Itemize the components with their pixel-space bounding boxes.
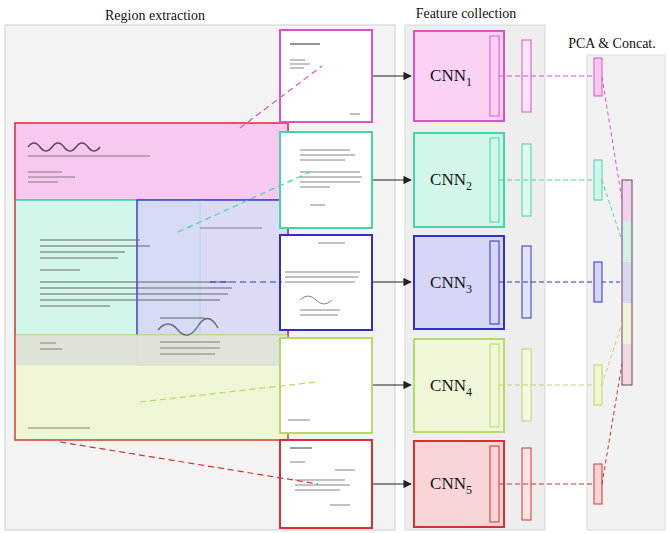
cnn-label: CNN <box>430 170 466 189</box>
cnn-index: 1 <box>466 75 472 89</box>
section-heading: PCA & Concat. <box>568 36 656 52</box>
cnn-label: CNN <box>430 66 466 85</box>
cnn-box: CNN1 <box>413 30 505 122</box>
cnn-index: 3 <box>466 282 472 296</box>
cnn-label: CNN <box>430 376 466 395</box>
cnn-box: CNN2 <box>413 132 505 228</box>
cnn-index: 2 <box>466 179 472 193</box>
cnn-box: CNN3 <box>413 235 505 330</box>
cnn-label: CNN <box>430 474 466 493</box>
cnn-box: CNN4 <box>413 338 505 433</box>
cnn-index: 5 <box>466 483 472 497</box>
section-heading: Region extraction <box>105 8 205 24</box>
section-heading: Feature collection <box>416 6 517 22</box>
cnn-box: CNN5 <box>413 440 505 528</box>
cnn-index: 4 <box>466 385 472 399</box>
cnn-label: CNN <box>430 273 466 292</box>
